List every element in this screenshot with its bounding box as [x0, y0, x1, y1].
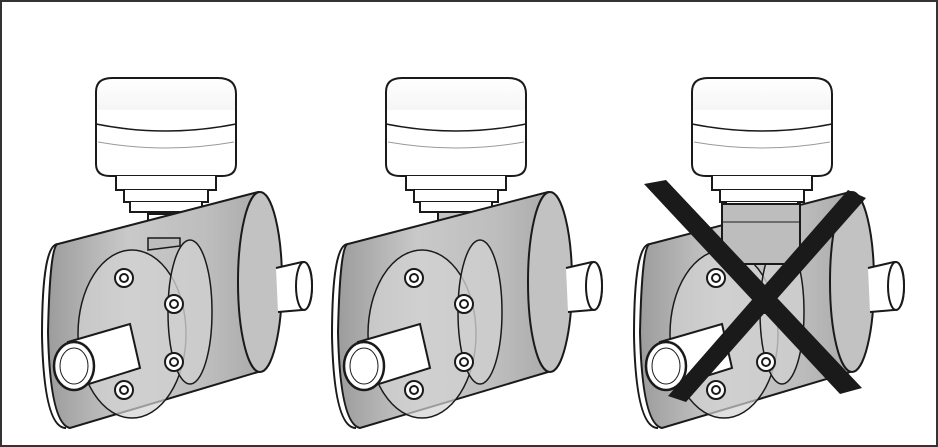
actuator-icon — [385, 77, 527, 213]
actuator-icon — [95, 77, 237, 213]
actuator-icon — [691, 77, 833, 213]
panel-3-valve-insulated-incorrect — [632, 77, 906, 430]
panel-2-valve-insulated-correct — [330, 77, 604, 430]
panel-1-valve-insulated-correct — [40, 77, 314, 430]
insulated-valve-body-icon — [330, 190, 604, 430]
insulated-valve-body-icon — [40, 190, 314, 430]
cross-out-icon — [644, 180, 866, 402]
